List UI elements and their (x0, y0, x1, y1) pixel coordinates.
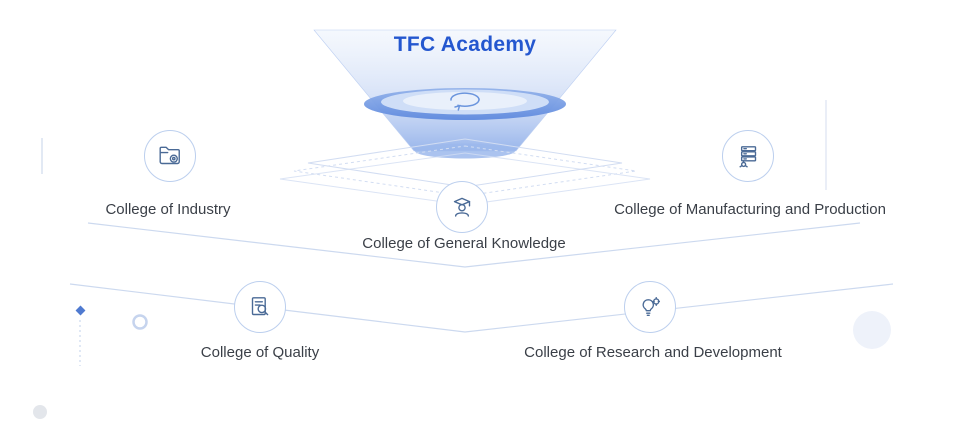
college-node-industry[interactable] (144, 130, 196, 182)
graduate-icon (453, 197, 471, 217)
soft-circle (853, 311, 891, 349)
college-node-manufacturing[interactable] (722, 130, 774, 182)
diamond-dot (75, 305, 86, 316)
college-node-general-knowledge[interactable] (436, 181, 488, 233)
college-label-general-knowledge[interactable]: College of General Knowledge (362, 235, 566, 252)
college-label-research-development[interactable]: College of Research and Development (524, 344, 782, 361)
lightbulb-gear-icon (642, 296, 661, 317)
connector-lines (69, 222, 894, 333)
funnel-graphic (313, 29, 617, 159)
gray-dot (33, 405, 47, 419)
college-label-manufacturing[interactable]: College of Manufacturing and Production (614, 201, 886, 218)
folder-gear-icon (159, 146, 180, 165)
ring-dot (132, 314, 148, 330)
college-node-research-development[interactable] (624, 281, 676, 333)
server-network-icon (739, 146, 757, 168)
college-label-industry[interactable]: College of Industry (105, 201, 231, 218)
document-search-icon (251, 297, 269, 316)
college-label-quality[interactable]: College of Quality (200, 344, 320, 361)
page-title: TFC Academy (393, 33, 537, 56)
swirl-logo-icon (450, 92, 480, 111)
decorative-elements (33, 100, 891, 419)
college-node-quality[interactable] (234, 281, 286, 333)
